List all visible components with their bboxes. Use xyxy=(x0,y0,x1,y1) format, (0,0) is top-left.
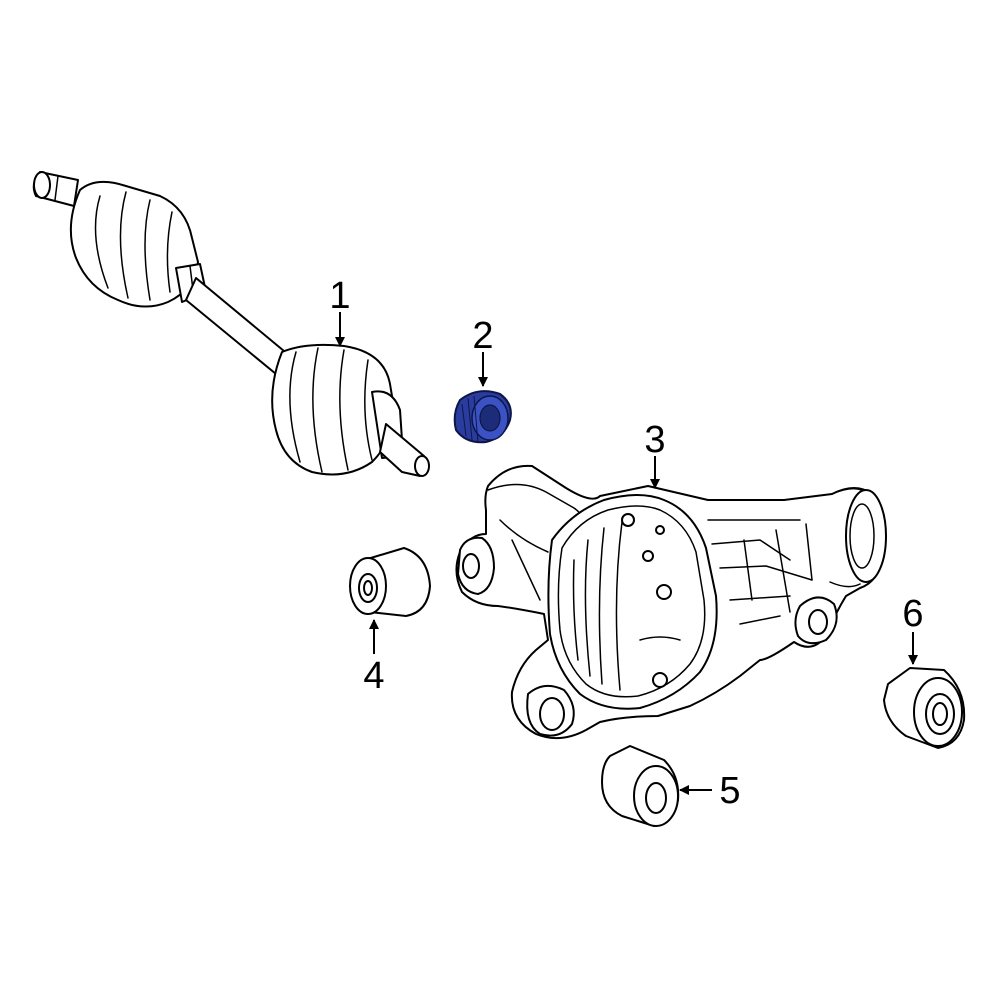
seal-part-2[interactable] xyxy=(453,390,512,444)
differential-housing-part-3[interactable] xyxy=(455,464,887,740)
bushing-part-6[interactable] xyxy=(883,667,966,749)
callout-5: 5 xyxy=(719,770,740,812)
bushing-part-5[interactable] xyxy=(601,745,680,827)
callout-1: 1 xyxy=(329,275,350,317)
callout-4: 4 xyxy=(363,655,384,697)
callout-6: 6 xyxy=(902,593,923,635)
callout-2: 2 xyxy=(472,315,493,357)
callout-arrows xyxy=(335,312,918,795)
bushing-part-4[interactable] xyxy=(349,547,431,617)
axle-shaft-part-1[interactable] xyxy=(32,171,430,477)
callout-3: 3 xyxy=(644,419,665,461)
